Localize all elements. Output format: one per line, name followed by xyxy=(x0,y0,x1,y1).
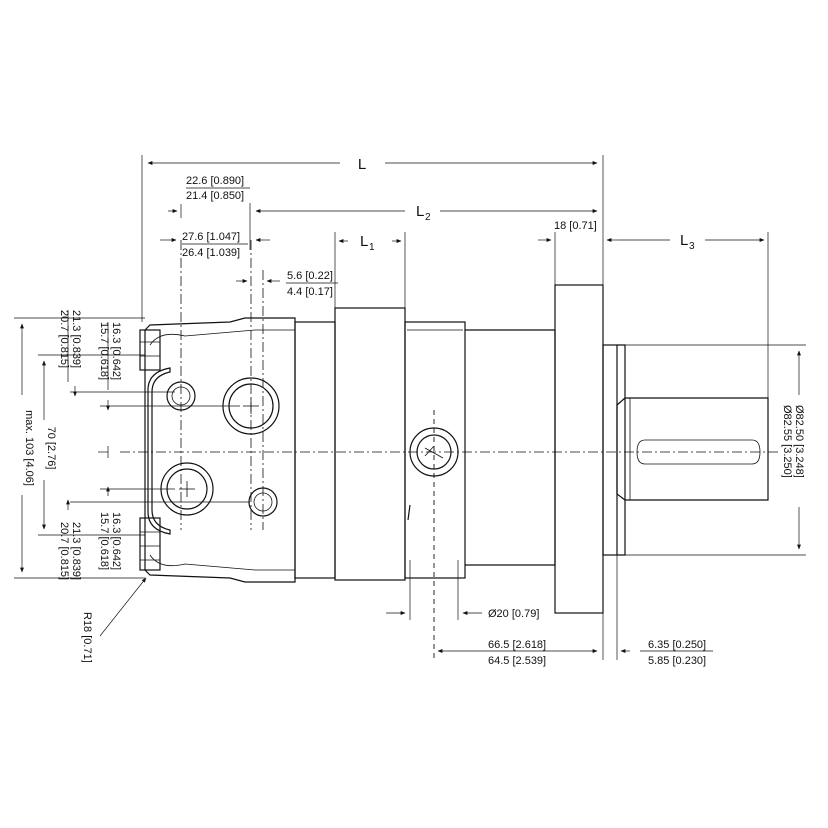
dim-L: L xyxy=(358,156,366,173)
dim-21-3-top: 21.3 [0.839] xyxy=(70,310,82,368)
mounting-flange xyxy=(554,284,604,614)
dim-dia-82-50: Ø82.50 [3.248] xyxy=(793,405,805,478)
dimensions-bottom: Ø20 [0.79] 66.5 [2.618] 64.5 [2.539] 6.3… xyxy=(386,555,713,667)
dim-15-7-top: 15.7 [0.618] xyxy=(98,322,110,380)
seal-face xyxy=(617,344,626,556)
dim-20-7-top: 20.7 [0.815] xyxy=(58,310,70,368)
dim-6-35: 6.35 [0.250] xyxy=(648,639,706,651)
dim-16-3-top: 16.3 [0.642] xyxy=(110,322,122,380)
dimensions-left: max. 103 [4.06] 70 [2.76] 20.7 [0.815] 2… xyxy=(14,310,250,663)
dim-L2-sub: 2 xyxy=(425,212,431,223)
dim-16-3-bot: 16.3 [0.642] xyxy=(110,512,122,570)
dim-4-4: 4.4 [0.17] xyxy=(287,286,333,298)
dim-70: 70 [2.76] xyxy=(45,427,57,470)
motor-body xyxy=(120,240,790,660)
dim-L1: L xyxy=(360,233,368,250)
end-cover xyxy=(144,317,296,583)
dim-15-7-bot: 15.7 [0.618] xyxy=(98,512,110,570)
dim-20-7-bot: 20.7 [0.815] xyxy=(58,522,70,580)
output-shaft xyxy=(616,397,769,501)
dim-5-85: 5.85 [0.230] xyxy=(648,655,706,667)
middle-plate xyxy=(334,307,406,581)
pilot xyxy=(602,344,618,556)
dim-5-6: 5.6 [0.22] xyxy=(287,270,333,282)
dim-r18: R18 [0.71] xyxy=(81,612,93,663)
end-cover-chamfer-top xyxy=(149,329,295,346)
end-cover-cavity xyxy=(147,367,171,535)
dim-22-6: 22.6 [0.890] xyxy=(186,175,244,187)
bolt-head-bottom xyxy=(139,517,161,571)
dim-max-103: max. 103 [4.06] xyxy=(23,410,35,486)
dim-21-4: 21.4 [0.850] xyxy=(186,190,244,202)
dim-64-5: 64.5 [2.539] xyxy=(488,655,546,667)
dim-18: 18 [0.71] xyxy=(554,220,597,232)
dim-27-6: 27.6 [1.047] xyxy=(182,231,240,243)
bearing-housing xyxy=(404,321,466,579)
dim-dia-20: Ø20 [0.79] xyxy=(488,608,539,620)
dim-L3: L xyxy=(680,232,688,249)
keyway xyxy=(636,439,761,465)
dim-L3-sub: 3 xyxy=(689,241,695,252)
dim-L1-sub: 1 xyxy=(369,242,375,253)
gerotor-housing xyxy=(294,321,336,579)
dim-26-4: 26.4 [1.039] xyxy=(182,247,240,259)
dimensions-right: Ø82.55 [3.250] Ø82.50 [3.248] xyxy=(625,344,810,556)
bolt-head-top xyxy=(139,329,161,371)
end-cover-chamfer-bottom xyxy=(149,554,295,571)
dimensions-top: L 22.6 [0.890] 21.4 [0.850] L 2 27.6 [1.… xyxy=(141,155,769,398)
dim-dia-82-55: Ø82.55 [3.250] xyxy=(781,405,793,478)
dim-L2: L xyxy=(416,203,424,220)
dim-21-3-bot: 21.3 [0.839] xyxy=(70,522,82,580)
neck xyxy=(465,329,556,566)
dim-66-5: 66.5 [2.618] xyxy=(488,639,546,651)
